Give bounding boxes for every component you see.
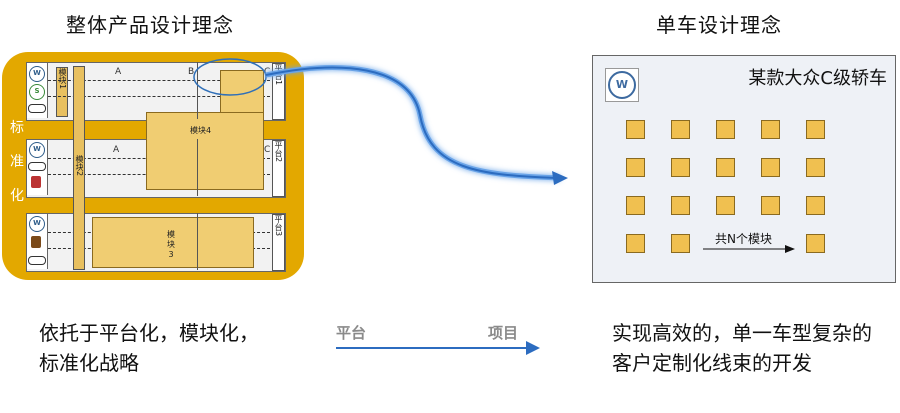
- vw-logo-icon: W: [29, 66, 45, 82]
- module-square: [626, 196, 645, 215]
- module-square: [806, 196, 825, 215]
- vw-logo-icon: W: [608, 71, 636, 99]
- column-divider-r2: [197, 139, 198, 196]
- module-square: [626, 158, 645, 177]
- seat-logo-icon: [31, 176, 41, 188]
- vertical-module-2-label: 模块2: [75, 155, 84, 177]
- column-c-label-row2: C: [264, 145, 271, 155]
- curved-arrowhead: [552, 171, 568, 185]
- column-a-label-row1: A: [115, 67, 122, 77]
- audi-logo-icon: [28, 256, 46, 265]
- module-square: [716, 196, 735, 215]
- platform-2-label: 平台2: [272, 140, 285, 197]
- audi-logo-icon: [28, 162, 46, 171]
- side-label-char-1: 标: [10, 120, 24, 136]
- column-b-label-row1: B: [188, 67, 195, 77]
- column-c-label-row1: C: [264, 67, 271, 77]
- side-label-char-3: 化: [10, 188, 24, 204]
- right-title: 单车设计理念: [656, 13, 782, 37]
- side-label-char-2: 准: [10, 154, 24, 170]
- module-3-label: 模块3: [167, 230, 175, 259]
- audi-logo-icon: [28, 104, 46, 113]
- vw-logo-icon: W: [29, 142, 45, 158]
- left-caption: 依托于平台化，模块化，标准化战略: [39, 321, 259, 375]
- shared-modules-label: 共N个模块: [715, 232, 772, 246]
- column-divider-r1: [197, 62, 198, 119]
- curved-arrow: [265, 65, 561, 181]
- bottom-arrowhead: [526, 341, 540, 355]
- module-square: [716, 158, 735, 177]
- module-square: [761, 158, 780, 177]
- module-square: [671, 196, 690, 215]
- module-4-lower: [146, 112, 264, 190]
- module-square: [806, 234, 825, 253]
- vertical-module-2: 模块2: [73, 66, 85, 270]
- bottom-arrow-to-label: 项目: [488, 324, 519, 342]
- module-square: [716, 120, 735, 139]
- module-3-box: [92, 217, 254, 268]
- porsche-logo-icon: [31, 236, 41, 248]
- module-square: [761, 196, 780, 215]
- platform-3-label-text: 平台3: [274, 215, 283, 237]
- vertical-module-1: 模块1: [56, 67, 68, 117]
- platform-3-label: 平台3: [272, 214, 285, 271]
- dashed-line-r1b: [48, 96, 270, 97]
- module-square: [806, 120, 825, 139]
- dashed-line-r1a: [48, 80, 270, 81]
- vertical-module-1-label: 模块1: [58, 68, 67, 90]
- platform-2-label-text: 平台2: [274, 141, 283, 163]
- module-square: [671, 158, 690, 177]
- right-caption: 实现高效的，单一车型复杂的客户定制化线束的开发: [612, 321, 872, 375]
- module-square: [626, 120, 645, 139]
- vw-logo-large: W: [605, 68, 639, 102]
- single-car-panel: 某款大众C级轿车 W 共N个模块: [592, 55, 896, 283]
- left-title: 整体产品设计理念: [66, 13, 234, 37]
- module-square: [626, 234, 645, 253]
- car-name: 某款大众C级轿车: [748, 68, 887, 89]
- module-4-label: 模块4: [190, 126, 212, 135]
- bottom-arrow-from-label: 平台: [336, 324, 367, 342]
- module-square: [671, 234, 690, 253]
- shared-modules-arrow: [703, 245, 795, 253]
- column-a-label-row2: A: [113, 145, 120, 155]
- highlight-ellipse: [193, 58, 267, 96]
- curved-arrow-core: [265, 66, 557, 179]
- module-square: [761, 120, 780, 139]
- module-square: [806, 158, 825, 177]
- vw-logo-icon: W: [29, 216, 45, 232]
- column-divider-r3: [197, 213, 198, 270]
- skoda-logo-icon: S: [29, 84, 45, 100]
- module-square: [671, 120, 690, 139]
